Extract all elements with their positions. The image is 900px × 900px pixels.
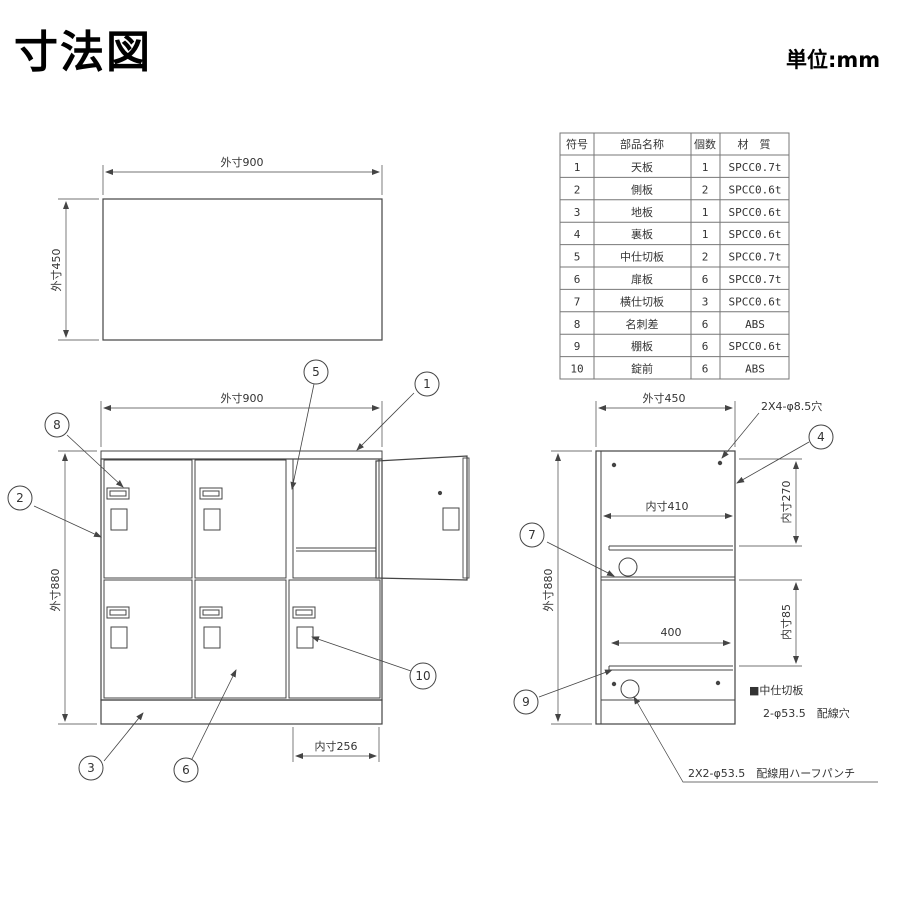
- dim-front-width: 外寸900: [221, 391, 264, 405]
- table-cell: 7: [574, 295, 581, 308]
- table-cell: 錠前: [631, 362, 653, 376]
- table-cell: 3: [574, 206, 581, 219]
- callout-10: 10: [415, 669, 430, 683]
- callout-1: 1: [423, 377, 431, 391]
- table-cell: 10: [570, 363, 583, 376]
- note-half-punch: 2X2-φ53.5 配線用ハーフパンチ: [688, 766, 855, 780]
- callout-6: 6: [182, 763, 190, 777]
- table-cell: 9: [574, 340, 581, 353]
- table-header-material: 材 質: [738, 137, 771, 151]
- table-cell: 1: [702, 206, 709, 219]
- table-cell: 棚板: [631, 339, 653, 353]
- dim-side-inner-h1: 内寸270: [779, 481, 793, 524]
- callout-9: 9: [522, 695, 530, 709]
- table-cell: SPCC0.6t: [729, 183, 782, 196]
- table-cell: 1: [574, 161, 581, 174]
- callout-3: 3: [87, 761, 95, 775]
- callout-leaders: [33, 383, 810, 762]
- page-title: 寸法図: [14, 27, 152, 78]
- table-cell: 2: [574, 183, 581, 196]
- front-view: [100, 450, 470, 725]
- table-cell: 側板: [631, 182, 653, 196]
- table-cell: 裏板: [631, 227, 653, 241]
- callout-5: 5: [312, 365, 320, 379]
- callout-8: 8: [53, 418, 61, 432]
- leader-line: [721, 412, 760, 459]
- table-cell: 5: [574, 251, 581, 264]
- table-cell: 3: [702, 295, 709, 308]
- table-header-qty: 個数: [694, 138, 716, 151]
- table-cell: 4: [574, 228, 581, 241]
- unit-label: 単位:mm: [786, 48, 881, 72]
- table-cell: 中仕切板: [620, 250, 664, 264]
- dim-side-inner-width: 内寸410: [646, 499, 689, 513]
- callout-bubbles: [7, 359, 834, 783]
- table-cell: 1: [702, 161, 709, 174]
- table-header-code: 符号: [566, 138, 588, 151]
- table-cell: 8: [574, 318, 581, 331]
- table-cell: 6: [702, 273, 709, 286]
- dim-front-height: 外寸880: [48, 569, 62, 612]
- table-cell: 名刺差: [626, 317, 659, 331]
- table-cell: 1: [702, 228, 709, 241]
- table-cell: SPCC0.7t: [729, 161, 782, 174]
- dim-top-depth: 外寸450: [49, 249, 63, 292]
- parts-table: [559, 132, 790, 380]
- table-cell: 2: [702, 183, 709, 196]
- table-cell: SPCC0.6t: [729, 228, 782, 241]
- callout-4: 4: [817, 430, 825, 444]
- table-cell: SPCC0.6t: [729, 295, 782, 308]
- table-cell: 6: [702, 363, 709, 376]
- table-header-name: 部品名称: [620, 137, 664, 151]
- table-cell: ABS: [745, 318, 765, 331]
- dim-top-width: 外寸900: [221, 155, 264, 169]
- leader-line: [633, 696, 878, 783]
- table-cell: 6: [574, 273, 581, 286]
- callout-7: 7: [528, 528, 536, 542]
- dim-side-depth: 外寸450: [643, 391, 686, 405]
- table-cell: SPCC0.7t: [729, 273, 782, 286]
- side-view: [595, 450, 736, 725]
- table-cell: 天板: [631, 160, 653, 174]
- table-cell: 横仕切板: [620, 294, 664, 308]
- table-cell: 6: [702, 340, 709, 353]
- dim-side-shelf: 400: [661, 626, 682, 639]
- front-dimensions: [58, 401, 383, 762]
- table-cell: 扉板: [631, 272, 653, 286]
- note-holes-top: 2X4-φ8.5穴: [761, 399, 822, 413]
- table-cell: SPCC0.7t: [729, 251, 782, 264]
- table-cell: ABS: [745, 363, 765, 376]
- table-cell: SPCC0.6t: [729, 340, 782, 353]
- note-partition-holes: 2-φ53.5 配線穴: [763, 706, 850, 720]
- top-view: [58, 165, 383, 341]
- dim-side-inner-h2: 内寸85: [779, 604, 793, 640]
- table-cell: 6: [702, 318, 709, 331]
- callout-2: 2: [16, 491, 24, 505]
- note-partition-label: ■中仕切板: [749, 683, 803, 697]
- table-cell: 2: [702, 251, 709, 264]
- dim-front-inner-width: 内寸256: [315, 739, 358, 753]
- side-dimensions: [551, 401, 802, 725]
- dim-side-height: 外寸880: [541, 569, 555, 612]
- table-cell: 地板: [631, 205, 653, 219]
- table-cell: SPCC0.6t: [729, 206, 782, 219]
